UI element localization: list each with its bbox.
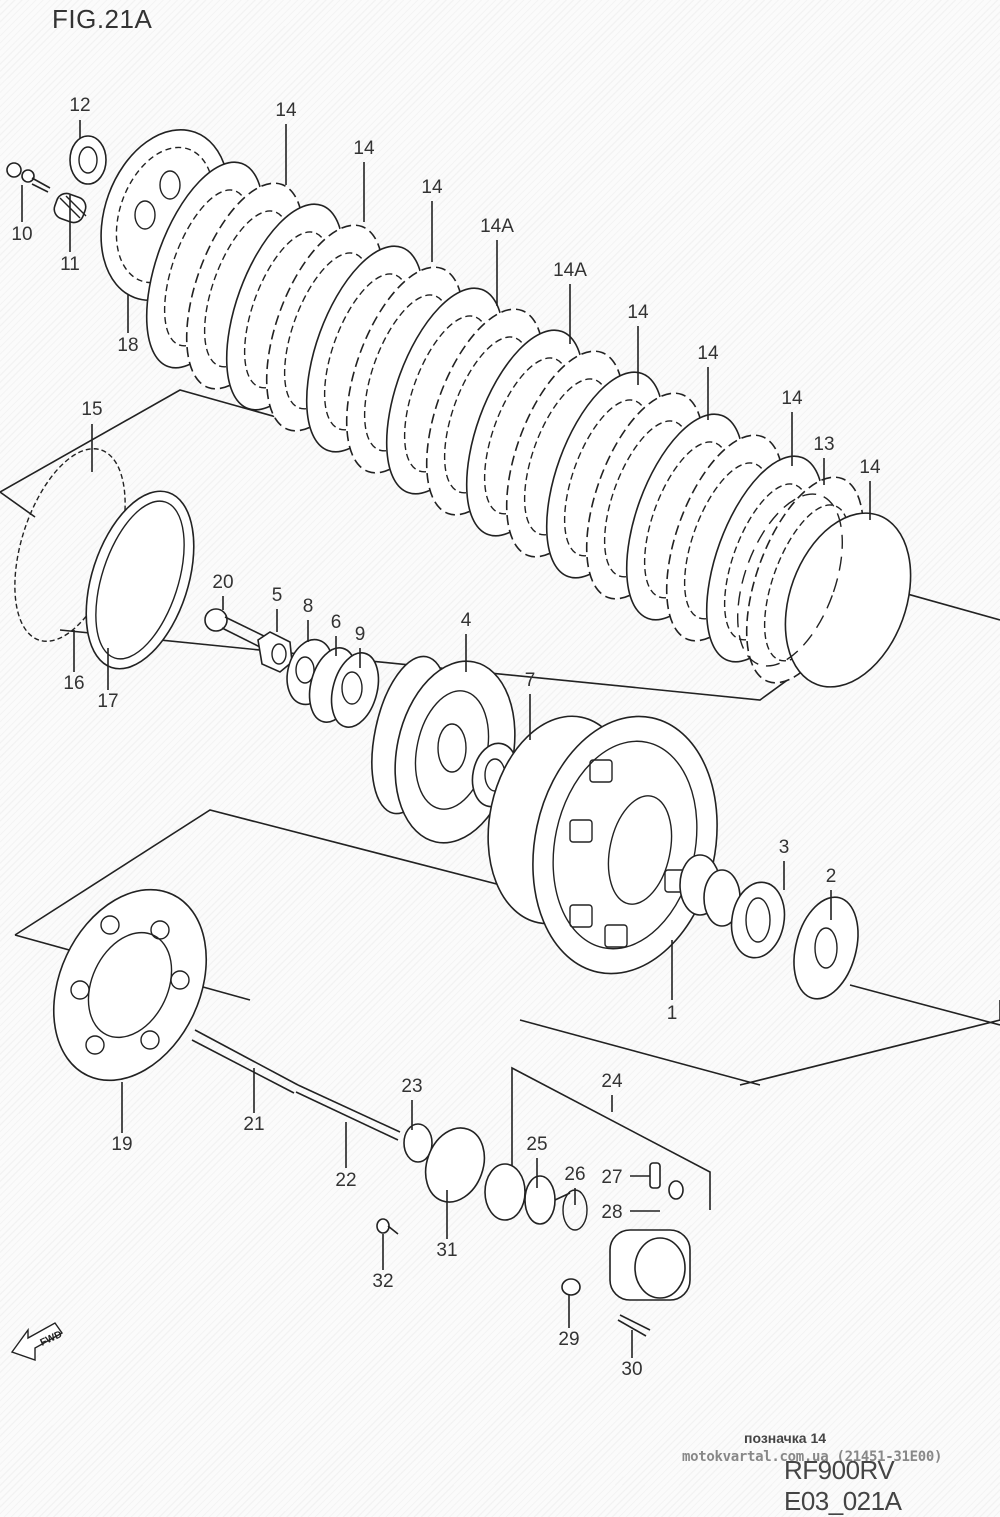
- callout-label-27: 27: [601, 1167, 622, 1188]
- clutch-plate-stack: [145, 161, 912, 688]
- callout-label-3: 3: [779, 837, 790, 858]
- callout-label-24: 24: [601, 1071, 623, 1092]
- spring-seat-13: [736, 493, 844, 667]
- callout-label-14d: 14: [627, 302, 649, 323]
- callout-label-8: 8: [303, 596, 314, 617]
- exploded-parts-diagram: FWD 1210111814141414A14A1414141314151617…: [0, 95, 1000, 1380]
- group-outline-release-cylinder: [511, 1066, 711, 1210]
- callout-label-16: 16: [63, 673, 84, 694]
- callout-label-18: 18: [117, 335, 138, 356]
- release-cylinder-body: [609, 1229, 691, 1301]
- callout-label-14A1: 14A: [480, 216, 514, 237]
- callout-label-4: 4: [461, 610, 472, 631]
- nut-5: [257, 631, 293, 673]
- bolt-32: [376, 1218, 399, 1235]
- spring-26: [554, 1189, 588, 1231]
- bearing-12: [69, 135, 107, 185]
- callout-label-22: 22: [335, 1170, 356, 1191]
- callout-label-14f: 14: [781, 388, 803, 409]
- callout-label-9: 9: [355, 624, 366, 645]
- callout-label-28: 28: [601, 1202, 622, 1223]
- clutch-plate-final: [784, 512, 912, 688]
- callout-label-1: 1: [667, 1003, 678, 1024]
- callout-label-14e: 14: [697, 343, 719, 364]
- fwd-arrow-icon: FWD: [10, 1322, 64, 1361]
- callout-label-6: 6: [331, 612, 342, 633]
- callout-label-14g: 14: [859, 457, 881, 478]
- callout-labels: 1210111814141414A14A14141413141516172058…: [11, 95, 881, 1380]
- callout-label-10: 10: [11, 224, 32, 245]
- callout-label-30: 30: [621, 1359, 642, 1380]
- bolt-10: [6, 162, 51, 193]
- cap-28: [668, 1180, 684, 1200]
- callout-label-2: 2: [826, 866, 837, 887]
- callout-label-14a: 14: [275, 100, 297, 121]
- push-rod-22: [295, 1084, 401, 1141]
- bleeder-27: [649, 1162, 661, 1189]
- callout-label-21: 21: [243, 1114, 264, 1135]
- piston-body: [484, 1163, 526, 1221]
- drawing-code: RF900RV E03_021A: [784, 1455, 902, 1516]
- callout-label-29: 29: [558, 1329, 579, 1350]
- spacer-collar: [679, 854, 741, 927]
- cover-31: [424, 1127, 486, 1203]
- callout-label-14c: 14: [421, 177, 443, 198]
- callout-label-26: 26: [564, 1164, 585, 1185]
- callout-label-12: 12: [69, 95, 90, 116]
- callout-label-32: 32: [372, 1271, 393, 1292]
- starter-driven-gear-19: [52, 888, 208, 1082]
- callout-label-14b: 14: [353, 138, 375, 159]
- callout-label-19: 19: [111, 1134, 132, 1155]
- bolt-20: [204, 608, 269, 649]
- seal-25: [524, 1175, 556, 1225]
- callout-label-23: 23: [401, 1076, 422, 1097]
- thrust-washer-2: [793, 896, 859, 1000]
- callout-label-17: 17: [97, 691, 118, 712]
- cap-29: [561, 1278, 581, 1296]
- watermark: motokvartal.com.ua (21451-31E00): [682, 1449, 943, 1465]
- callout-label-14A2: 14A: [553, 260, 587, 281]
- callout-label-15: 15: [81, 399, 102, 420]
- push-rod-21: [191, 1029, 299, 1094]
- callout-label-7: 7: [525, 670, 536, 691]
- primary-driven-gear-housing-1: [487, 715, 718, 975]
- figure-title: FIG.21A: [52, 4, 153, 34]
- callout-label-5: 5: [272, 585, 283, 606]
- callout-label-13: 13: [813, 434, 834, 455]
- wire-ring-15-16-17: [14, 448, 195, 670]
- callout-label-25: 25: [526, 1134, 547, 1155]
- callout-label-11: 11: [60, 254, 80, 275]
- washer-9: [330, 652, 380, 728]
- bolt-30: [617, 1314, 651, 1337]
- callout-label-20: 20: [212, 572, 233, 593]
- part-caption: позначка 14: [744, 1430, 827, 1446]
- needle-bearing-3: [730, 881, 786, 959]
- piston-23: [403, 1123, 433, 1163]
- callout-label-31: 31: [436, 1240, 457, 1261]
- group-outline-clutch-housing: [14, 809, 1000, 1086]
